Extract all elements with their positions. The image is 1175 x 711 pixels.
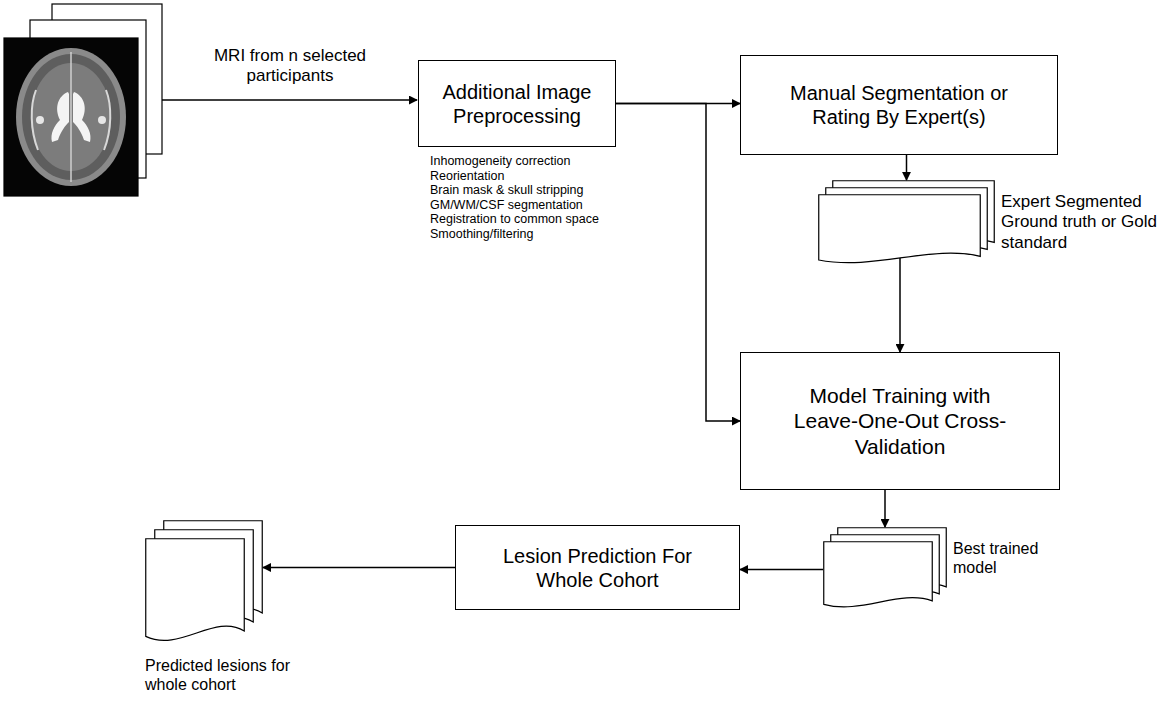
flow-arrow <box>616 104 740 422</box>
input-arrow <box>162 99 417 101</box>
document-page <box>824 542 933 607</box>
document-label: Predicted lesions for whole cohort <box>145 656 295 694</box>
box-label: Additional Image Preprocessing <box>428 80 606 128</box>
document-icon <box>818 180 995 268</box>
document-icon <box>823 527 947 612</box>
box-label: Model Training with Leave-One-Out Cross-… <box>788 383 1013 459</box>
document-label: Expert Segmented Ground truth or Gold st… <box>1001 192 1161 253</box>
step-note: Inhomogeneity correction <box>430 154 690 169</box>
step-note: Brain mask & skull stripping <box>430 183 690 198</box>
process-box: Manual Segmentation or Rating By Expert(… <box>740 55 1058 155</box>
flow-arrow <box>884 490 886 527</box>
step-note: Smoothing/filtering <box>430 227 690 242</box>
document-stack: Best trained model <box>823 527 947 612</box>
document-page <box>146 539 245 641</box>
document-stack: Expert Segmented Ground truth or Gold st… <box>818 180 995 268</box>
flow-arrow <box>899 255 901 352</box>
flow-arrow <box>263 567 455 569</box>
flow-arrow <box>740 569 823 571</box>
document-label: Best trained model <box>953 539 1065 577</box>
process-box: Lesion Prediction For Whole Cohort <box>455 525 740 610</box>
box-label: Lesion Prediction For Whole Cohort <box>503 544 693 592</box>
step-note: Reorientation <box>430 169 690 184</box>
process-box: Model Training with Leave-One-Out Cross-… <box>740 352 1060 490</box>
mri-slice <box>4 38 138 196</box>
step-note: Registration to common space <box>430 212 690 227</box>
step-note: GM/WM/CSF segmentation <box>430 198 690 213</box>
document-stack: Predicted lesions for whole cohort <box>145 520 263 648</box>
flow-arrow <box>906 155 908 180</box>
document-icon <box>145 520 263 648</box>
input-label: MRI from n selected participants <box>180 46 400 87</box>
document-page <box>819 195 981 263</box>
box-label: Manual Segmentation or Rating By Expert(… <box>774 81 1024 129</box>
process-box: Additional Image Preprocessing <box>418 60 616 147</box>
